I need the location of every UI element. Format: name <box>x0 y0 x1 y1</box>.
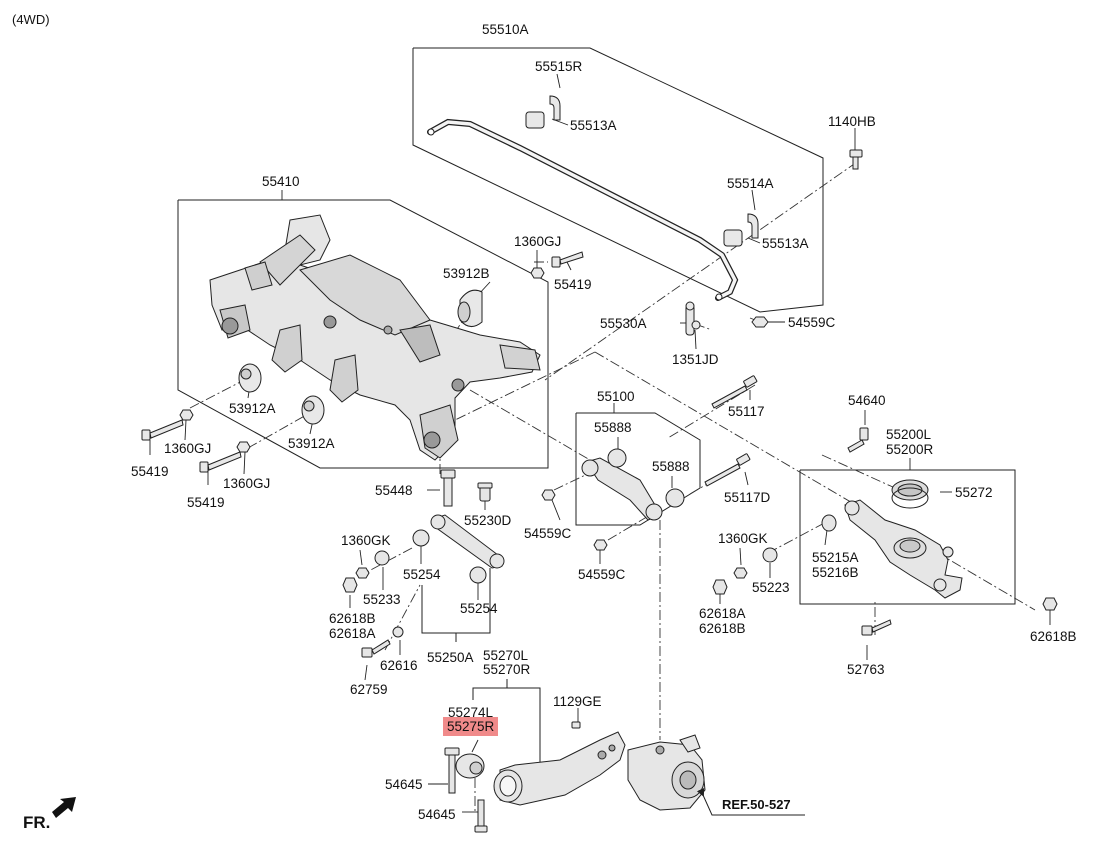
part-label-62616[interactable]: 62616 <box>380 658 418 673</box>
part-label-55530A[interactable]: 55530A <box>600 316 647 331</box>
trailing-arm-bushing <box>444 747 488 833</box>
part-label-53912B[interactable]: 53912B <box>443 266 490 281</box>
part-label-55270L[interactable]: 55270L <box>483 648 529 663</box>
part-label-55250A[interactable]: 55250A <box>427 650 474 665</box>
part-label-55100[interactable]: 55100 <box>597 389 635 404</box>
part-label-52763[interactable]: 52763 <box>847 662 885 677</box>
drive-type-label: (4WD) <box>12 12 50 27</box>
group-outline-55410 <box>177 199 549 469</box>
group-outline-55250A <box>421 568 491 642</box>
part-label-54640[interactable]: 54640 <box>848 393 886 408</box>
part-label-1360GJ-3[interactable]: 1360GJ <box>223 476 271 491</box>
part-label-55223[interactable]: 55223 <box>752 580 790 595</box>
part-label-55513A-2[interactable]: 55513A <box>762 236 809 251</box>
part-label-55117D[interactable]: 55117D <box>724 490 771 505</box>
bolt-1140HB <box>849 149 863 170</box>
part-label-55510A[interactable]: 55510A <box>482 22 529 37</box>
front-direction-arrow <box>52 797 76 818</box>
part-label-55200R[interactable]: 55200R <box>886 442 934 457</box>
part-label-55272[interactable]: 55272 <box>955 485 993 500</box>
part-label-55254[interactable]: 55254 <box>403 567 441 582</box>
nut-54559C-top <box>751 316 769 328</box>
part-label-53912A-2[interactable]: 53912A <box>288 436 335 451</box>
part-label-55515R[interactable]: 55515R <box>535 59 583 74</box>
part-label-55419-2[interactable]: 55419 <box>131 464 169 479</box>
part-label-55410[interactable]: 55410 <box>262 174 300 189</box>
part-label-55230D[interactable]: 55230D <box>464 513 512 528</box>
trailing-arm-55270 <box>493 721 626 806</box>
part-label-55419-3[interactable]: 55419 <box>187 495 225 510</box>
part-label-55117[interactable]: 55117 <box>728 404 765 419</box>
upper-arm-hardware <box>541 375 758 551</box>
part-label-62618A-2[interactable]: 62618A <box>699 606 746 621</box>
crossmember-subframe <box>209 214 541 461</box>
lateral-link-55250A <box>342 469 505 658</box>
part-label-62618B[interactable]: 62618B <box>329 611 376 626</box>
rear-knuckle-hub <box>627 734 706 811</box>
front-direction-label: FR. <box>23 813 51 832</box>
part-label-1360GK-2[interactable]: 1360GK <box>718 531 768 546</box>
ref-leader <box>696 787 805 816</box>
part-label-55513A[interactable]: 55513A <box>570 118 617 133</box>
part-label-55233[interactable]: 55233 <box>363 592 401 607</box>
part-label-55275R-highlighted[interactable]: 55275R <box>443 717 499 736</box>
part-label-1351JD[interactable]: 1351JD <box>672 352 719 367</box>
part-label-55216B[interactable]: 55216B <box>812 565 859 580</box>
part-label-55514A[interactable]: 55514A <box>727 176 774 191</box>
part-label-1129GE[interactable]: 1129GE <box>553 694 602 709</box>
part-label-55270R[interactable]: 55270R <box>483 662 531 677</box>
part-label-1360GJ-2[interactable]: 1360GJ <box>164 441 212 456</box>
part-label-1140HB[interactable]: 1140HB <box>828 114 876 129</box>
part-label-62618B-3[interactable]: 62618B <box>1030 629 1077 644</box>
part-label-62618B-2[interactable]: 62618B <box>699 621 746 636</box>
group-outline-55100 <box>575 412 701 526</box>
part-label-55419[interactable]: 55419 <box>554 277 592 292</box>
part-label-55215A[interactable]: 55215A <box>812 550 859 565</box>
crossmember-bolts <box>141 251 584 473</box>
part-label-55888-2[interactable]: 55888 <box>652 459 690 474</box>
part-label-54645-2[interactable]: 54645 <box>418 807 456 822</box>
part-label-55888[interactable]: 55888 <box>594 420 632 435</box>
part-label-53912A[interactable]: 53912A <box>229 401 276 416</box>
leader-lines <box>149 73 1051 813</box>
stabilizer-bushing <box>525 95 759 247</box>
part-label-54559C[interactable]: 54559C <box>788 315 836 330</box>
group-outline-55200 <box>799 469 1016 605</box>
group-outline-55270 <box>472 679 541 770</box>
part-label-55254-2[interactable]: 55254 <box>460 601 498 616</box>
part-label-54559C-2[interactable]: 54559C <box>524 526 572 541</box>
stabilizer-link <box>685 301 701 336</box>
part-label-55448[interactable]: 55448 <box>375 483 413 498</box>
part-label-54559C-3[interactable]: 54559C <box>578 567 626 582</box>
part-label-62759[interactable]: 62759 <box>350 682 388 697</box>
reference-label[interactable]: REF.50-527 <box>722 797 791 812</box>
part-label-1360GJ[interactable]: 1360GJ <box>514 234 562 249</box>
part-label-54645[interactable]: 54645 <box>385 777 423 792</box>
crossmember-bushings <box>238 289 483 425</box>
part-label-62618A[interactable]: 62618A <box>329 626 376 641</box>
stabilizer-bar <box>427 118 739 301</box>
part-label-55274L[interactable]: 55274L <box>448 705 494 720</box>
part-label-1360GK[interactable]: 1360GK <box>341 533 391 548</box>
part-label-55200L[interactable]: 55200L <box>886 427 932 442</box>
lower-arm-55200 <box>712 427 1058 636</box>
group-outline-55510A <box>412 47 824 313</box>
upper-arm-55100 <box>581 448 685 521</box>
